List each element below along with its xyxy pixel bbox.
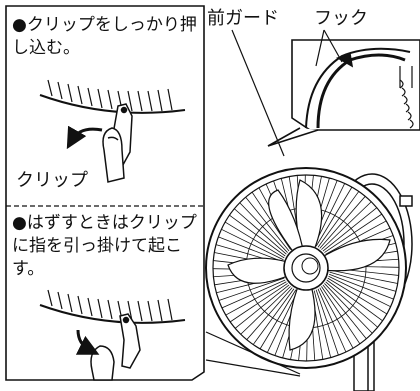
guard-spoke xyxy=(319,287,354,349)
hook-label: フック xyxy=(314,8,368,29)
step2-instruction: はずすときはクリップに指を引っ掛けて起こす。 xyxy=(12,212,202,281)
guard-spoke xyxy=(328,275,391,308)
clip-insert-illustration xyxy=(39,79,186,183)
guard-spoke xyxy=(321,201,372,250)
guard-spoke xyxy=(240,286,291,335)
guard-spoke xyxy=(317,191,360,248)
step1-instruction: クリップをしっかり押し込む。 xyxy=(12,14,202,60)
step2-text: はずすときはクリップに指を引っ掛けて起こす。 xyxy=(12,213,197,279)
guard-spoke xyxy=(218,236,283,263)
guard-spoke xyxy=(229,283,288,323)
guard-spoke xyxy=(259,289,297,350)
guard-spoke xyxy=(325,281,378,328)
bullet-icon xyxy=(12,15,27,35)
leader-lines xyxy=(205,29,343,377)
guard-spoke xyxy=(329,273,394,300)
bullet-icon xyxy=(12,213,27,233)
guard-spoke xyxy=(329,269,398,284)
guard-spoke xyxy=(322,207,378,252)
guard-spoke xyxy=(329,271,397,292)
guard-spoke xyxy=(327,277,388,315)
guard-spoke xyxy=(321,286,361,345)
guard-spoke xyxy=(319,196,366,249)
guard-spoke xyxy=(221,279,286,309)
hook-detail-inset xyxy=(267,39,420,147)
guard-spoke xyxy=(326,279,383,322)
guard-spoke xyxy=(245,196,290,252)
guard-spoke xyxy=(324,213,383,253)
guard-spoke xyxy=(218,277,285,301)
guard-spoke xyxy=(317,288,347,353)
guard-spoke xyxy=(229,214,286,257)
guard-spoke xyxy=(239,202,288,253)
clip-label: クリップ xyxy=(16,170,88,191)
guard-spoke xyxy=(313,290,332,358)
front-guard-drawing xyxy=(205,167,407,369)
guard-spoke xyxy=(252,288,295,345)
guard-spoke xyxy=(225,281,287,316)
guard-spoke xyxy=(224,221,285,259)
guard-spoke xyxy=(315,186,353,247)
guard-spoke xyxy=(234,284,290,329)
instruction-panel-frame xyxy=(5,5,205,381)
guard-spoke xyxy=(315,289,339,356)
guard-spoke xyxy=(234,208,287,255)
clip-release-illustration xyxy=(39,289,186,381)
guard-spoke xyxy=(266,290,299,353)
guard-spoke xyxy=(221,228,284,261)
guard-spoke xyxy=(246,287,293,340)
front-guard-label: 前ガード xyxy=(207,8,279,29)
guard-spoke xyxy=(322,284,367,340)
guard-spoke xyxy=(325,220,387,255)
guard-spoke xyxy=(324,283,373,334)
step1-text: クリップをしっかり押し込む。 xyxy=(12,15,197,58)
